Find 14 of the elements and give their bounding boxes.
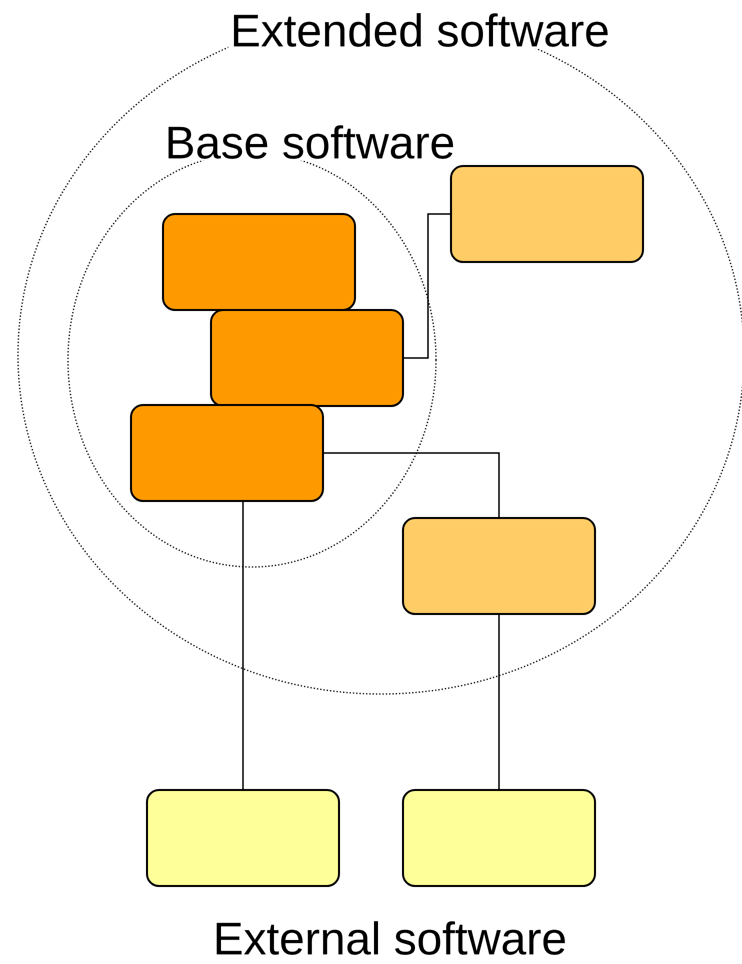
label: External software xyxy=(216,921,565,955)
rounded-box xyxy=(450,165,644,263)
connector-line xyxy=(324,452,500,517)
rounded-box xyxy=(402,517,596,615)
rounded-box xyxy=(146,789,340,887)
rounded-box xyxy=(402,789,596,887)
connector-line xyxy=(404,213,450,359)
rounded-box xyxy=(162,213,356,311)
heading: Base software xyxy=(162,123,458,161)
rounded-box xyxy=(130,404,324,502)
connector-line xyxy=(498,615,500,789)
connector-line xyxy=(242,502,244,789)
heading: Extended software xyxy=(228,11,612,49)
rounded-box xyxy=(210,309,404,407)
